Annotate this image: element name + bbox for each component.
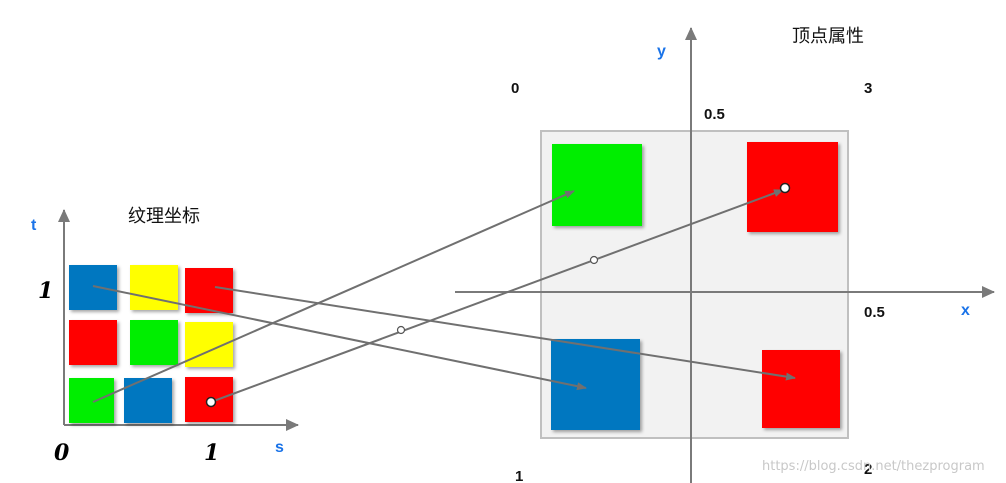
- vertex-y-axis-label: y: [657, 43, 666, 60]
- watermark: https://blog.csdn.net/thezprogram: [762, 459, 985, 474]
- texture-panel: t s 纹理坐标 0 1 1: [31, 206, 299, 466]
- marker-dot-vertex: [779, 182, 791, 194]
- mapping-markers: [205, 182, 791, 408]
- vertex-quad-bottom-right: [762, 350, 840, 428]
- vertex-x-axis-label: x: [961, 302, 970, 319]
- texture-s-one-mark: 1: [204, 440, 219, 466]
- vertex-corner-1: 1: [515, 468, 523, 483]
- vertex-corner-0: 0: [511, 80, 519, 97]
- texture-tile-r1-c1: [130, 320, 178, 365]
- texture-tile-r0-c1: [130, 265, 178, 310]
- texture-tile-r0-c0: [69, 265, 117, 310]
- texture-s-axis-label: s: [275, 439, 284, 456]
- texture-tile-r1-c0: [69, 320, 117, 365]
- arrow-blue-to-bottom-left: [92, 285, 587, 391]
- arrow-red-to-bottom-right: [214, 286, 796, 381]
- vertex-x-half-label: 0.5: [864, 304, 885, 321]
- vertex-panel-title: 顶点属性: [792, 26, 864, 47]
- arrow-red-to-top-right: [210, 189, 784, 403]
- vertex-quads: [551, 142, 840, 430]
- texture-grid: [69, 265, 233, 423]
- vertex-quad-top-left: [552, 144, 642, 226]
- texture-tile-r0-c2: [185, 268, 233, 313]
- vertex-corner-2: 2: [864, 461, 872, 478]
- texture-panel-title: 纹理坐标: [128, 206, 200, 227]
- arrow-green-to-top-left: [92, 190, 575, 403]
- vertex-panel: y x 顶点属性 0.5 0.5 0 3 1 2: [455, 26, 995, 483]
- vertex-y-half-label: 0.5: [704, 106, 725, 123]
- vertex-corner-3: 3: [864, 80, 872, 97]
- marker-dot-texture: [205, 396, 217, 408]
- texture-tile-r2-c0: [69, 378, 114, 423]
- vertex-quad-top-right: [747, 142, 838, 232]
- texture-t-one-mark: 1: [38, 278, 53, 304]
- marker-midpoint-2: [589, 255, 599, 265]
- mapping-arrows: [92, 189, 796, 403]
- marker-midpoint-1: [396, 325, 406, 335]
- texture-origin-mark: 0: [54, 440, 70, 466]
- texture-t-axis-label: t: [31, 217, 37, 234]
